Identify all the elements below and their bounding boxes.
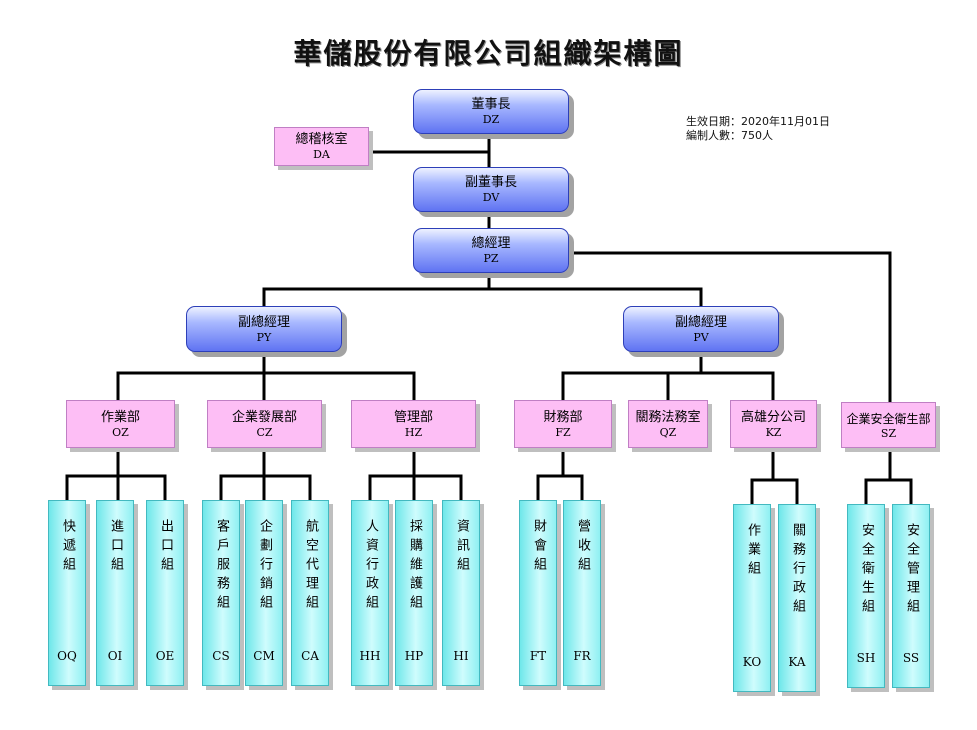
node-audit-office-name: 總稽核室 (295, 132, 348, 147)
node-section-oi-code: OI (107, 649, 123, 663)
node-dept-cz-name: 企業發展部 (231, 409, 297, 425)
node-section-fr: 營收組 FR (563, 500, 601, 686)
node-section-cs-name: 客戶服務組 (214, 519, 229, 614)
node-president-name: 總經理 (471, 236, 511, 251)
node-section-sh-code: SH (856, 651, 876, 665)
node-section-hi: 資訊組 HI (442, 500, 480, 686)
chart-meta: 生效日期：2020年11月01日 編制人數：750人 (686, 115, 830, 143)
node-dept-kz-code: KZ (765, 425, 782, 439)
node-section-ka-name: 關務行政組 (790, 523, 805, 618)
node-dept-cz-code: CZ (256, 425, 273, 439)
node-president-code: PZ (483, 252, 499, 265)
node-section-hp-name: 採購維護組 (407, 519, 422, 614)
node-vp-py-name: 副總經理 (237, 314, 290, 330)
node-dept-fz-code: FZ (555, 425, 571, 439)
node-vice-chairman-code: DV (482, 191, 500, 204)
node-chairman-name: 董事長 (471, 97, 511, 112)
node-section-ft: 財會組 FT (519, 500, 557, 686)
node-section-cm-name: 企劃行銷組 (257, 519, 272, 614)
node-section-sh: 安全衛生組 SH (847, 504, 885, 688)
node-section-cs-code: CS (212, 649, 230, 663)
node-section-ka-code: KA (788, 655, 806, 669)
node-section-oi-name: 進口組 (108, 519, 123, 576)
node-section-hh-name: 人資行政組 (363, 519, 378, 614)
node-dept-oz-code: OZ (112, 425, 129, 439)
node-dept-hz: 管理部 HZ (351, 400, 476, 448)
node-section-fr-code: FR (573, 649, 591, 663)
node-dept-hz-code: HZ (404, 425, 423, 439)
node-section-oq-code: OQ (57, 649, 77, 663)
node-section-oe: 出口組 OE (146, 500, 184, 686)
headcount: 編制人數：750人 (686, 129, 773, 142)
node-vp-pv: 副總經理 PV (623, 306, 779, 352)
node-dept-hz-name: 管理部 (393, 409, 433, 425)
node-section-cm: 企劃行銷組 CM (245, 500, 283, 686)
node-vice-chairman: 副董事長 DV (413, 167, 569, 212)
node-dept-fz: 財務部 FZ (514, 400, 612, 448)
node-dept-qz-name: 關務法務室 (635, 409, 701, 425)
node-section-oq: 快遞組 OQ (48, 500, 86, 686)
node-section-ka: 關務行政組 KA (778, 504, 816, 692)
node-dept-sz-code: SZ (880, 426, 897, 440)
node-audit-office: 總稽核室 DA (274, 127, 369, 166)
node-section-sh-name: 安全衛生組 (859, 523, 874, 618)
node-section-oi: 進口組 OI (96, 500, 134, 686)
node-section-ft-code: FT (529, 649, 547, 663)
chart-title: 華儲股份有限公司組織架構圖 (293, 37, 684, 70)
node-section-hp: 採購維護組 HP (395, 500, 433, 686)
node-section-hh: 人資行政組 HH (351, 500, 389, 686)
node-vp-pv-code: PV (693, 330, 709, 344)
node-section-ko-code: KO (742, 655, 762, 669)
node-dept-qz: 關務法務室 QZ (628, 400, 708, 448)
node-section-hi-code: HI (453, 649, 469, 663)
node-section-ca-name: 航空代理組 (303, 519, 318, 614)
node-section-hh-code: HH (359, 649, 381, 663)
node-section-ca: 航空代理組 CA (291, 500, 329, 686)
node-section-hp-code: HP (404, 649, 424, 663)
node-vp-py-code: PY (256, 330, 272, 344)
node-dept-sz-name: 企業安全衛生部 (846, 411, 931, 426)
node-audit-office-code: DA (313, 148, 330, 161)
node-chairman-code: DZ (482, 113, 500, 126)
node-vp-py: 副總經理 PY (186, 306, 342, 352)
node-dept-oz: 作業部 OZ (66, 400, 175, 448)
node-section-ca-code: CA (301, 649, 319, 663)
node-section-cs: 客戶服務組 CS (202, 500, 240, 686)
node-section-oq-name: 快遞組 (60, 519, 75, 576)
node-section-oe-code: OE (155, 649, 175, 663)
node-section-hi-name: 資訊組 (454, 519, 469, 576)
node-dept-qz-code: QZ (659, 425, 677, 439)
node-section-ss: 安全管理組 SS (892, 504, 930, 688)
effective-date: 生效日期：2020年11月01日 (686, 115, 830, 128)
node-section-ko: 作業組 KO (733, 504, 771, 692)
node-section-ss-name: 安全管理組 (904, 523, 919, 618)
node-section-ko-name: 作業組 (745, 523, 760, 580)
node-section-ss-code: SS (902, 651, 920, 665)
node-section-fr-name: 營收組 (575, 519, 590, 576)
node-vp-pv-name: 副總經理 (674, 314, 727, 330)
node-section-oe-name: 出口組 (158, 519, 173, 576)
node-dept-fz-name: 財務部 (543, 409, 583, 425)
node-dept-kz: 高雄分公司 KZ (730, 400, 817, 448)
node-section-cm-code: CM (253, 649, 275, 663)
node-president: 總經理 PZ (413, 228, 569, 273)
node-dept-oz-name: 作業部 (100, 409, 140, 425)
node-dept-kz-name: 高雄分公司 (740, 409, 806, 425)
node-vice-chairman-name: 副董事長 (464, 175, 517, 190)
node-dept-cz: 企業發展部 CZ (207, 400, 322, 448)
node-dept-sz: 企業安全衛生部 SZ (841, 402, 936, 448)
node-section-ft-name: 財會組 (531, 519, 546, 576)
node-chairman: 董事長 DZ (413, 89, 569, 134)
